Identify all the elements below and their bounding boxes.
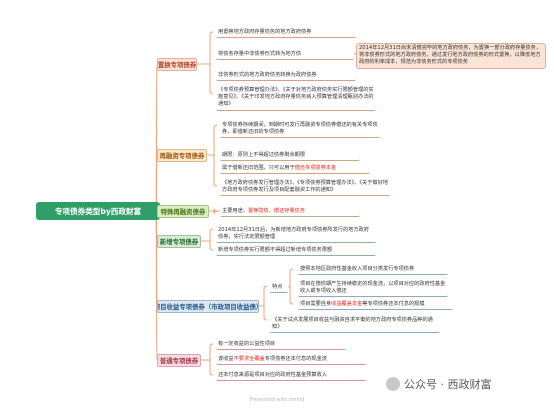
b3-usage-text: 主要用途： — [222, 208, 248, 214]
watermark-text: 公众号 · 西政财富 — [404, 378, 492, 391]
b5-leaf-regulation: 《关于试点发展项目收益与融资自求平衡的地方政府专项债券品种的通知》 — [270, 316, 440, 334]
b6-leaf-repayment: 还本付息来源是项目对应的政府性基金预算收入 — [216, 371, 366, 382]
xmind-footer: Presented with xmind — [249, 397, 305, 403]
b5-feature-coverage: 项目需要自身收益覆盖本金等专项债券还本付息的规模 — [298, 300, 453, 311]
b6-leaf-projects: 有一定收益的公益性项目 — [216, 340, 346, 351]
branch-special-refinancing-bonds[interactable]: 特殊再融资债券 — [157, 205, 209, 218]
b5-coverage-tail: 等专项债券还本付息的规模 — [362, 301, 425, 307]
wechat-icon — [386, 377, 400, 391]
b6-coverage-text: 该收益 — [218, 356, 234, 362]
b1-bracket — [209, 31, 214, 95]
b1-leaf-definition: 用置换地方政府存量债务的地方政府债券 — [216, 28, 356, 39]
b5-feature-bracket — [289, 268, 294, 305]
b6-coverage-highlight: 不要求全覆盖 — [233, 356, 265, 362]
b1-leaf-debt-type: 非债券形式的地方政府债务转换为政府债券 — [216, 71, 356, 82]
b5-leaf-feature: 特点 — [270, 283, 288, 294]
b2-leaf-scope: 属于借新还旧范围，只可以用于偿还专项债券本金 — [220, 164, 370, 175]
b3-usage-highlight: 置换隐债、偿还存量债务 — [247, 208, 306, 214]
branch-new-special-bonds[interactable]: 新增专项债券 — [157, 235, 201, 248]
b6-bracket — [209, 343, 214, 376]
b5-feature-classification: 按照本地区政府性基金收入项目分类发行专项债券 — [298, 265, 448, 276]
b1-leaf-conversion-note: 2014年12月31日尚未清偿完毕的地方政府债务，为置换一部分政府存量债务，将非… — [356, 43, 546, 69]
b1-leaf-conversion: 将债务存量中非债券形式转为地方债 — [216, 50, 354, 61]
b2-leaf-regulations: 《地方政府债券发行管理办法》、《专项债券预算管理办法》、《关于做好地方政府专项债… — [220, 179, 390, 197]
b3-leaf-usage: 主要用途：置换隐债、偿还存量债务 — [220, 207, 360, 218]
b4-bracket — [209, 228, 214, 251]
b2-bracket — [213, 124, 218, 187]
b1-leaf-regulations: 《专项债券预算管理办法》、《关于对地方政府债务实行限额管理的实施意见》、《关于印… — [216, 86, 376, 111]
b4-leaf-definition: 2014年12月31日后，为新增地方政府专项债券所发行的地方政府债券，实行法定限… — [216, 226, 376, 244]
b5-bracket — [263, 285, 268, 321]
branch-replacement-bonds[interactable]: 置换专项债券 — [157, 58, 197, 71]
b6-coverage-tail: 专项债券还本付息的现金流 — [264, 356, 327, 362]
b2-leaf-definition: 专项债券存续期间，到期时可发行再融资专项债券偿还的有关专项债券，即借新还旧的专项… — [220, 121, 380, 139]
b2-scope-highlight: 偿还专项债券本金 — [294, 165, 337, 171]
b2-scope-text: 属于借新还旧范围，只可以用于 — [222, 165, 295, 171]
watermark: 公众号 · 西政财富 — [386, 376, 492, 392]
b4-leaf-limit: 新增专项债券实行限额不得超过新增专项债务限额 — [216, 246, 376, 257]
branch-refinancing-bonds[interactable]: 再融资专项债券 — [157, 149, 207, 162]
b6-leaf-coverage: 该收益不要求全覆盖专项债券还本付息的现金流 — [216, 355, 366, 366]
b5-coverage-text: 项目需要自身 — [300, 301, 332, 307]
b2-leaf-term: 期限：原则上不得超过债券剩余期限 — [220, 151, 360, 162]
b5-feature-cashflow: 项目在偿债期产生持续稳定的现金流，以项目对应的政府性基金收入或专项收入偿还 — [298, 280, 448, 298]
b5-coverage-highlight: 收益覆盖本金 — [331, 301, 363, 307]
branch-project-revenue-bonds[interactable]: 项目收益专项债券（市政项目收益债） — [157, 300, 259, 313]
root-node[interactable]: 专项债券类型by西政财富 — [36, 202, 160, 220]
branch-ordinary-special-bonds[interactable]: 普通专项债券 — [157, 354, 201, 367]
